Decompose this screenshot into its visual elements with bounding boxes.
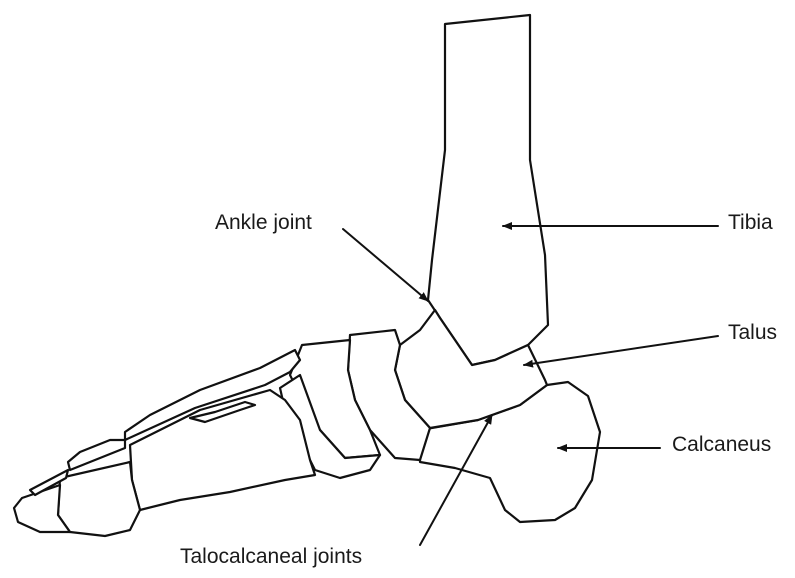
tibia-bone [428, 15, 548, 365]
ankle-joint-label: Ankle joint [215, 212, 312, 233]
talocalcaneal-joints-label: Talocalcaneal joints [180, 546, 362, 567]
tibia-label: Tibia [728, 212, 773, 233]
talus-label: Talus [728, 322, 777, 343]
metatarsal-bone-1 [130, 390, 315, 510]
phalanx-proximal [58, 462, 140, 536]
calcaneus-label: Calcaneus [672, 434, 771, 455]
talus-pointer [524, 336, 718, 365]
ankle-joint-pointer [343, 229, 428, 301]
